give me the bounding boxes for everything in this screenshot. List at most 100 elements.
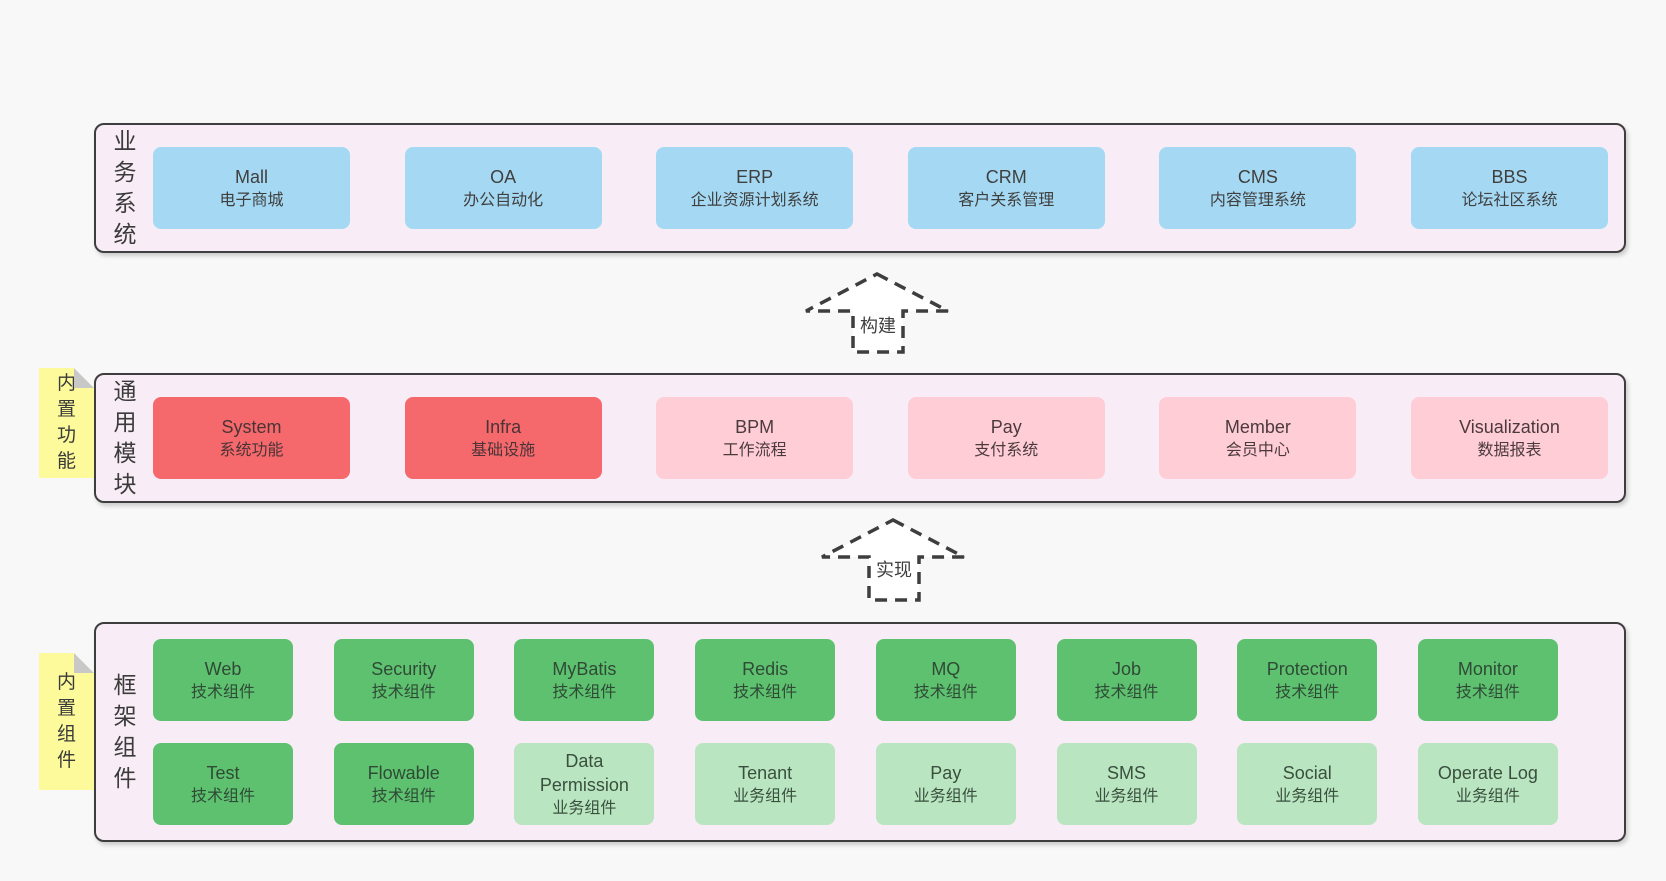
section-label-business: 业务系统 [113,128,137,247]
box-desc: 办公自动化 [463,191,544,209]
box-name: Web [204,658,242,679]
box-name: CRM [985,166,1027,187]
dashed-up-arrow-build [805,272,949,354]
sticky-note-text: 内置组件 [56,671,76,771]
box-desc: 业务组件 [913,787,978,805]
box-name: Tenant [738,762,793,783]
box-name: Test [206,762,240,783]
box-name: Operate Log [1437,762,1538,783]
box-name: Member [1224,416,1291,437]
box-desc: 企业资源计划系统 [690,191,819,209]
diagram-box-oa: OA 办公自动化 [404,147,602,229]
box-desc: 业务组件 [1455,787,1520,805]
box-desc: 内容管理系统 [1209,191,1306,209]
box-desc: 技术组件 [190,683,255,701]
diagram-box-system: System 系统功能 [153,397,350,479]
box-name: SMS [1107,762,1147,783]
diagram-box-bpm: BPM 工作流程 [656,397,854,479]
box-desc: 技术组件 [1275,683,1340,701]
sticky-note-text: 内置功能 [56,373,76,472]
box-desc: 技术组件 [1455,683,1520,701]
diagram-box-sms: SMS 业务组件 [1056,743,1197,825]
box-name: ERP [736,166,774,187]
folded-corner-icon [74,653,94,673]
box-desc: 电子商城 [219,191,284,209]
box-name: BPM [735,416,775,437]
box-desc: 基础设施 [471,441,536,459]
box-desc: 技术组件 [1094,683,1159,701]
box-name: BBS [1491,166,1528,187]
diagram-box-data-permission: Data Permission 业务组件 [514,743,655,825]
diagram-box-infra: Infra 基础设施 [404,397,602,479]
sticky-note-builtin-features: 内置功能 [39,368,94,478]
diagram-box-visualization: Visualization 数据报表 [1410,397,1608,479]
box-desc: 工作流程 [722,441,787,459]
sticky-note-builtin-components: 内置组件 [39,653,94,790]
diagram-box-mall: Mall 电子商城 [153,147,350,229]
box-name: CMS [1237,166,1278,187]
diagram-box-pay: Pay 支付系统 [907,397,1105,479]
modules-boxes-area: System 系统功能 Infra 基础设施 BPM 工作流程 Pay 支付系统 Member 会… [153,375,1608,501]
box-name: OA [490,166,517,187]
arrow-label-build: 构建 [860,316,896,336]
box-desc: 技术组件 [371,683,436,701]
arrow-label-implement: 实现 [876,560,912,580]
dashed-up-arrow-implement [821,518,965,602]
box-name: Social [1282,762,1332,783]
box-desc: 技术组件 [371,787,436,805]
box-desc: 支付系统 [974,441,1039,459]
block-arrow-shape [805,272,949,354]
box-desc: 业务组件 [1094,787,1159,805]
diagram-box-protection: Protection 技术组件 [1237,639,1378,721]
diagram-box-web: Web 技术组件 [153,639,293,721]
box-desc: 业务组件 [733,787,798,805]
diagram-box-job: Job 技术组件 [1056,639,1197,721]
box-name: System [221,416,282,437]
box-desc: 业务组件 [552,799,617,817]
diagram-box-cms: CMS 内容管理系统 [1159,147,1357,229]
diagram-box-flowable: Flowable 技术组件 [333,743,474,825]
diagram-box-mybatis: MyBatis 技术组件 [514,639,655,721]
box-name: Flowable [367,762,440,783]
box-name: Visualization [1459,416,1560,437]
diagram-box-test: Test 技术组件 [153,743,293,825]
box-desc: 会员中心 [1225,441,1290,459]
box-desc: 技术组件 [733,683,798,701]
folded-corner-icon [74,368,94,388]
diagram-box-tenant: Tenant 业务组件 [695,743,836,825]
diagram-box-member: Member 会员中心 [1159,397,1357,479]
box-row: System 系统功能 Infra 基础设施 BPM 工作流程 Pay 支付系统 Member 会… [153,397,1608,479]
box-desc: 技术组件 [913,683,978,701]
box-desc: 技术组件 [190,787,255,805]
section-common-modules: 通用模块 System 系统功能 Infra 基础设施 BPM 工作流程 Pay 支付系统 Me… [94,373,1626,503]
section-label-modules: 通用模块 [113,378,137,497]
box-desc: 数据报表 [1477,441,1542,459]
section-label-components: 框架组件 [113,672,137,791]
box-desc: 技术组件 [552,683,617,701]
box-name: MyBatis [552,658,617,679]
box-name: Protection [1266,658,1348,679]
box-name: Infra [485,416,522,437]
box-name: Job [1112,658,1142,679]
box-name: Pay [990,416,1022,437]
box-desc: 系统功能 [219,441,284,459]
box-name: Mall [234,166,268,187]
box-name: MQ [931,658,961,679]
block-arrow-shape [821,518,965,602]
box-name: Data Permission [539,750,629,795]
